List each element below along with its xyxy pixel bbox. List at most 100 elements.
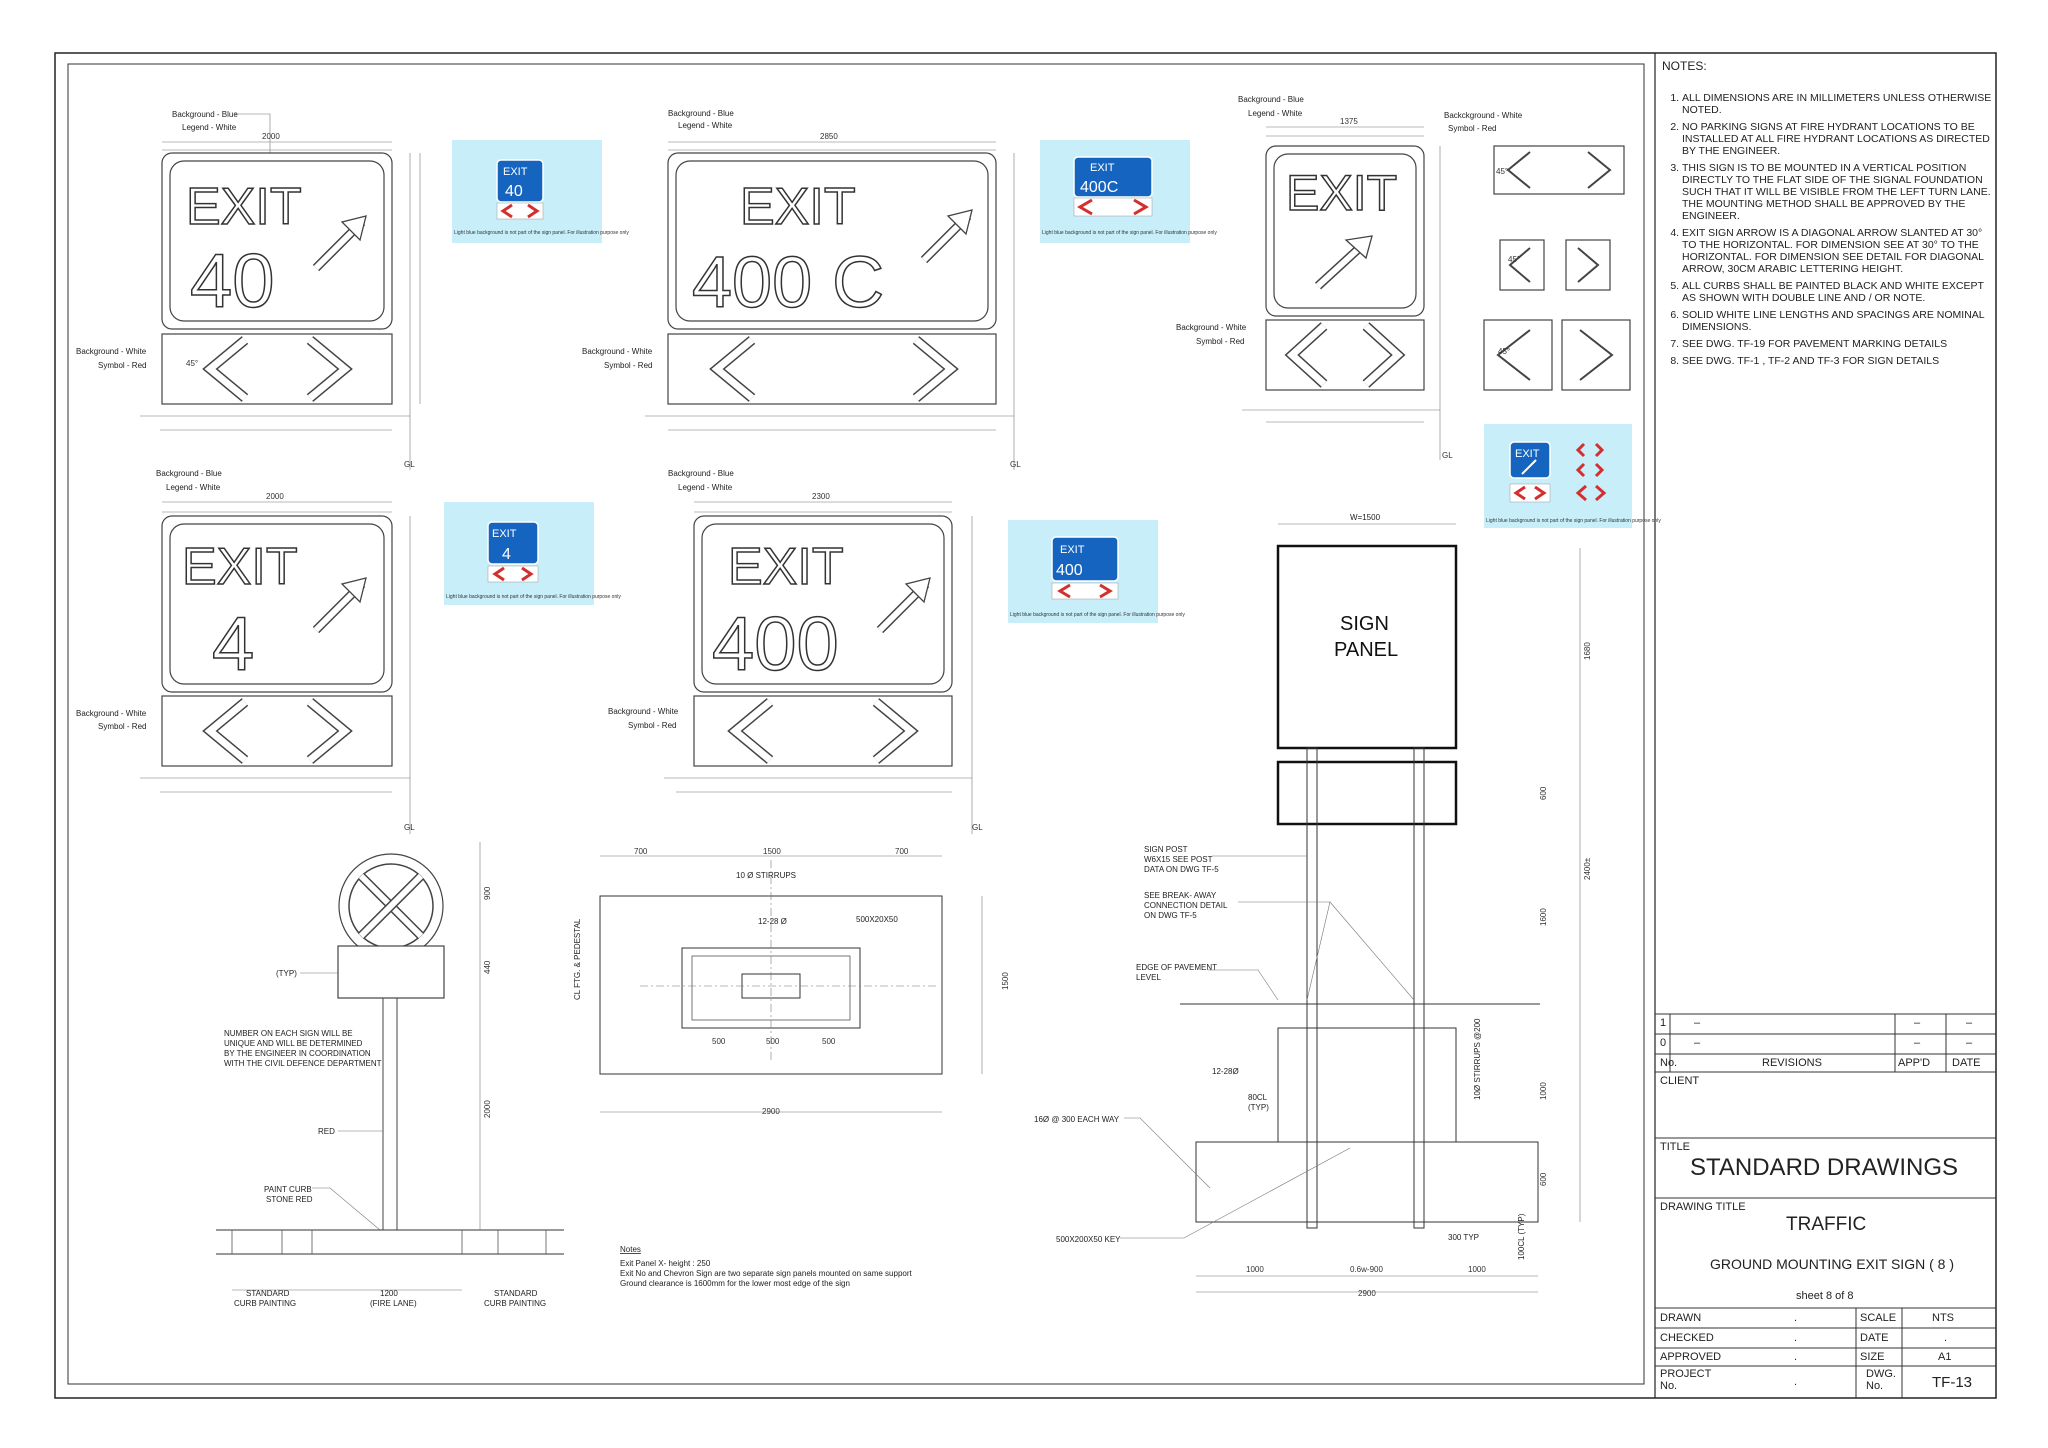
chevron-left-icon xyxy=(1284,322,1328,388)
arrow-icon xyxy=(312,215,367,272)
date-label: DATE xyxy=(1860,1332,1889,1344)
note-line-1: Exit Panel X- height : 250 xyxy=(620,1259,711,1268)
preview5-number: 400 xyxy=(1056,562,1083,579)
chevron-details: Backckground - White Symbol - Red 45° 45… xyxy=(1444,111,1631,391)
bar-way-label: 16Ø @ 300 EACH WAY xyxy=(1034,1115,1120,1124)
sign-exit-400-detail: Background - Blue Legend - White 2300 EX… xyxy=(608,469,983,834)
sign4-color-preview: EXIT 4 Light blue background is not part… xyxy=(444,502,621,605)
rev-header-app: APP'D xyxy=(1898,1057,1931,1069)
sign-post-line-1: SIGN POST xyxy=(1144,845,1188,854)
dwg-label: DWG. No. xyxy=(1866,1368,1896,1392)
cl80-line-2: (TYP) xyxy=(1248,1103,1269,1112)
label-symbol-red: Symbol - Red xyxy=(1448,124,1496,133)
svg-text:500: 500 xyxy=(712,1037,726,1046)
scale-value: NTS xyxy=(1932,1312,1954,1324)
drawing-notes: Notes Exit Panel X- height : 250 Exit No… xyxy=(620,1245,913,1288)
bar-label: 12-28Ø xyxy=(1212,1067,1239,1076)
key-label: 500X20X50 xyxy=(856,915,898,924)
edge-pavement-line-2: LEVEL xyxy=(1136,973,1161,982)
rev-row-0-desc: – xyxy=(1694,1037,1701,1049)
label-legend-white: Legend - White xyxy=(182,123,237,132)
sign5-exit-text: EXIT xyxy=(728,538,844,596)
drawn-value: . xyxy=(1794,1312,1798,1324)
red-label: RED xyxy=(318,1127,335,1136)
notes-panel: NOTES: ALL DIMENSIONS ARE IN MILLIMETERS… xyxy=(1662,60,1994,372)
typ-label: (TYP) xyxy=(276,969,297,978)
std-curb-left-2: CURB PAINTING xyxy=(234,1299,296,1308)
sign2-exit-text: EXIT xyxy=(740,178,856,236)
preview3-exit: EXIT xyxy=(1515,448,1540,460)
scale-label: SCALE xyxy=(1860,1312,1897,1324)
label-bg-blue: Background - Blue xyxy=(172,110,238,119)
angle-label: 45° xyxy=(1508,255,1520,264)
ftg-label: CL FTG. & PEDESTAL xyxy=(573,918,582,1000)
sign-exit-4-detail: Background - Blue Legend - White 2000 EX… xyxy=(76,469,415,834)
note-item: EXIT SIGN ARROW IS A DIAGONAL ARROW SLAN… xyxy=(1682,227,1994,275)
rev-row-1-app: – xyxy=(1914,1017,1921,1029)
sign2-width: 2850 xyxy=(820,132,838,141)
sign-exit-40-detail: Background - Blue Legend - White 2000 EX… xyxy=(76,110,421,470)
angle-label: 45° xyxy=(1498,347,1510,356)
chevron-right-icon xyxy=(912,336,959,402)
svg-text:1000: 1000 xyxy=(1468,1265,1486,1274)
preview1-number: 40 xyxy=(505,183,523,200)
paint-curb-line-2: STONE RED xyxy=(266,1195,313,1204)
stirrups-label: 10 Ø STIRRUPS xyxy=(736,871,796,880)
rev-row-0-date: – xyxy=(1966,1037,1973,1049)
label-legend-white: Legend - White xyxy=(678,121,733,130)
sign-post-line-2: W6X15 SEE POST xyxy=(1144,855,1213,864)
preview-caption: Light blue background is not part of the… xyxy=(1486,518,1661,524)
chevron-right-icon xyxy=(1362,322,1406,388)
sign3-color-preview: EXIT Light blue background is not part o… xyxy=(1484,424,1661,528)
sign4-width: 2000 xyxy=(266,492,284,501)
label-bg-white: Background - White xyxy=(76,709,147,718)
gl-label: GL xyxy=(1442,451,1453,460)
svg-text:700: 700 xyxy=(634,847,648,856)
sign3-width: 1375 xyxy=(1340,117,1358,126)
std-curb-right-1: STANDARD xyxy=(494,1289,538,1298)
size-value: A1 xyxy=(1938,1351,1952,1363)
std-curb-right-2: CURB PAINTING xyxy=(484,1299,546,1308)
break-away-line-2: CONNECTION DETAIL xyxy=(1144,901,1228,910)
label-bg-white-lc: Backckground - White xyxy=(1444,111,1523,120)
title-value: STANDARD DRAWINGS xyxy=(1690,1154,1959,1181)
svg-text:0.6w-900: 0.6w-900 xyxy=(1350,1265,1383,1274)
preview4-exit: EXIT xyxy=(492,528,517,540)
gl-label: GL xyxy=(404,823,415,832)
gl-label: GL xyxy=(404,460,415,469)
label-symbol-red: Symbol - Red xyxy=(98,722,146,731)
note-item: SOLID WHITE LINE LENGTHS AND SPACINGS AR… xyxy=(1682,309,1994,333)
label-bg-white: Background - White xyxy=(76,347,147,356)
note-item: ALL DIMENSIONS ARE IN MILLIMETERS UNLESS… xyxy=(1682,92,1994,116)
checked-label: CHECKED xyxy=(1660,1332,1714,1344)
label-bg-blue: Background - Blue xyxy=(1238,95,1304,104)
sign-exit-400c-detail: Background - Blue Legend - White 2850 EX… xyxy=(582,109,1021,470)
svg-text:2900: 2900 xyxy=(1358,1289,1376,1298)
preview-caption: Light blue background is not part of the… xyxy=(1042,230,1217,236)
svg-text:2400±: 2400± xyxy=(1583,857,1592,880)
stirrups-vertical: 10Ø STIRRUPS @200 xyxy=(1473,1018,1482,1100)
drawing-title-value: TRAFFIC xyxy=(1786,1214,1867,1235)
label-legend-white: Legend - White xyxy=(1248,109,1303,118)
sign5-color-preview: EXIT 400 Light blue background is not pa… xyxy=(1008,520,1185,623)
project-value: . xyxy=(1794,1376,1798,1388)
label-bg-white: Background - White xyxy=(582,347,653,356)
notes-heading: NOTES: xyxy=(1662,59,1707,73)
label-symbol-red: Symbol - Red xyxy=(604,361,652,370)
svg-text:440: 440 xyxy=(483,960,492,974)
sign-panel-line-2: PANEL xyxy=(1334,639,1398,661)
sign1-number: 40 xyxy=(190,239,275,324)
drawing-title-label: DRAWING TITLE xyxy=(1660,1201,1746,1213)
sign-post-line-3: DATA ON DWG TF-5 xyxy=(1144,865,1219,874)
preview-caption: Light blue background is not part of the… xyxy=(1010,612,1185,618)
edge-pavement-line-1: EDGE OF PAVEMENT xyxy=(1136,963,1217,972)
svg-text:2900: 2900 xyxy=(762,1107,780,1116)
sign4-number: 4 xyxy=(212,602,254,687)
break-away-line-3: ON DWG TF-5 xyxy=(1144,911,1197,920)
note-item: NO PARKING SIGNS AT FIRE HYDRANT LOCATIO… xyxy=(1682,121,1994,157)
chevron-right-icon xyxy=(872,698,919,764)
arrow-icon xyxy=(920,209,973,264)
cl100-label: 100CL (TYP) xyxy=(1517,1213,1526,1260)
note-line-3: Ground clearance is 1600mm for the lower… xyxy=(620,1279,850,1288)
